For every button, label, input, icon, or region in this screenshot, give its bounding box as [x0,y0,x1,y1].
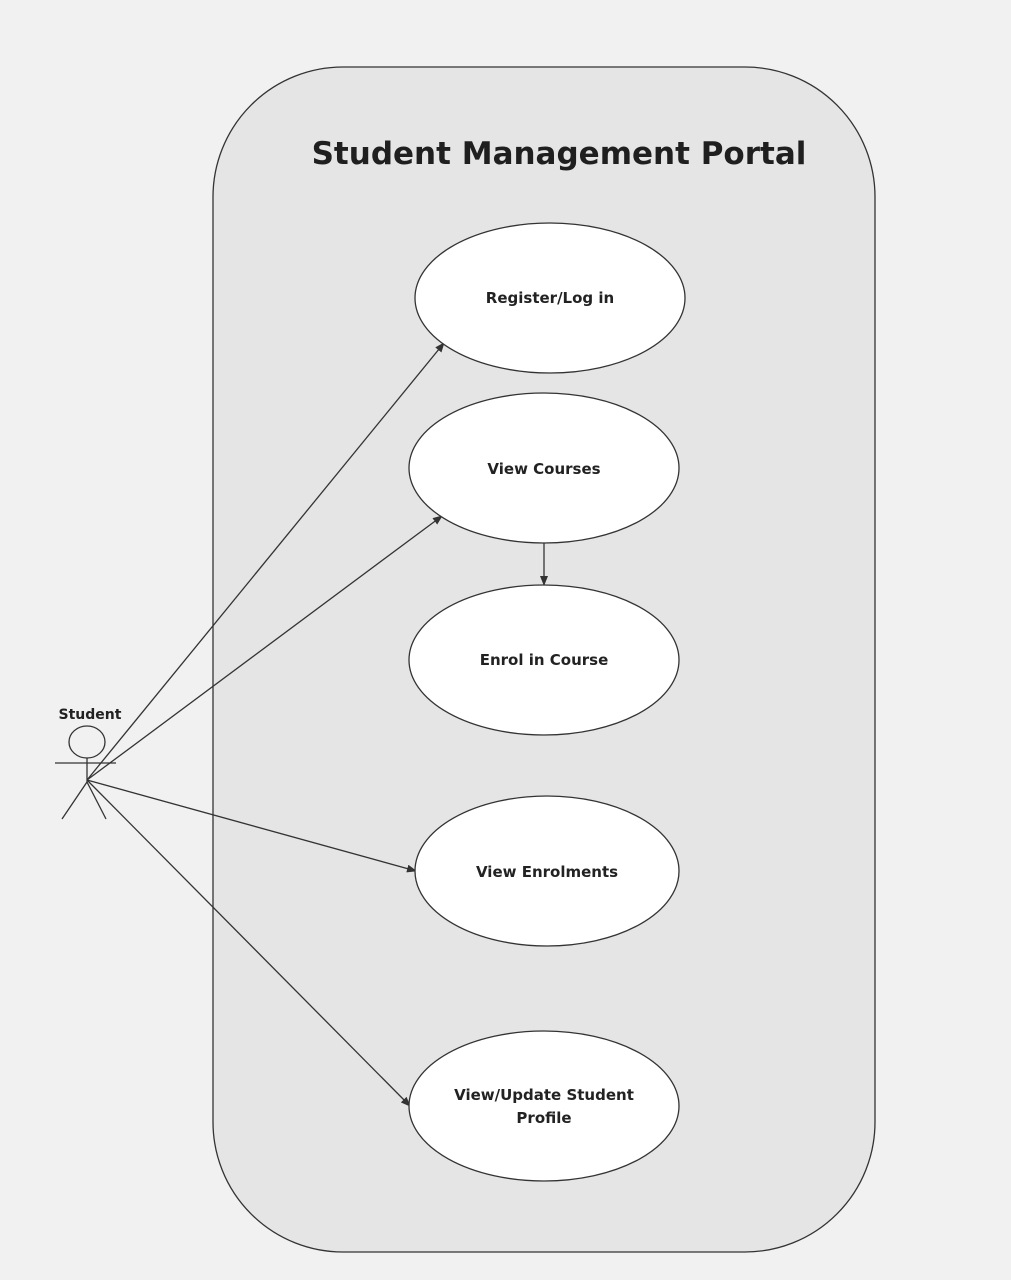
actor-label: Student [59,707,122,723]
use-case-profile-label-line-1: View/Update Student [454,1086,634,1104]
association-actor-to-view-courses [86,515,443,781]
use-case-enrol-shape[interactable] [408,584,680,736]
use-case-profile-shape[interactable] [408,1030,680,1182]
system-title: Student Management Portal [312,136,807,172]
use-case-enrol[interactable]: Enrol in Course [408,584,680,736]
use-case-view-courses-shape[interactable] [408,392,680,544]
association-actor-to-view-enrolments [86,779,417,873]
use-case-view-enrolments[interactable]: View Enrolments [414,795,680,947]
use-case-view-courses-label: View Courses [487,460,600,478]
use-case-view-courses[interactable]: View Courses [408,392,680,544]
use-case-register[interactable]: Register/Log in [414,222,686,374]
use-case-register-shape[interactable] [414,222,686,374]
associations [86,342,548,1107]
use-case-register-label: Register/Log in [486,289,614,307]
use-case-profile[interactable]: View/Update Student Profile [408,1030,680,1182]
association-actor-to-register [86,342,445,781]
use-case-view-enrolments-label: View Enrolments [476,863,618,881]
stick-figure-icon [55,725,116,820]
use-case-profile-label-line-2: Profile [516,1109,571,1127]
use-case-view-enrolments-shape[interactable] [414,795,680,947]
actor-student[interactable]: Student [55,707,122,820]
association-actor-to-profile [86,779,411,1107]
use-case-enrol-label: Enrol in Course [480,651,609,669]
